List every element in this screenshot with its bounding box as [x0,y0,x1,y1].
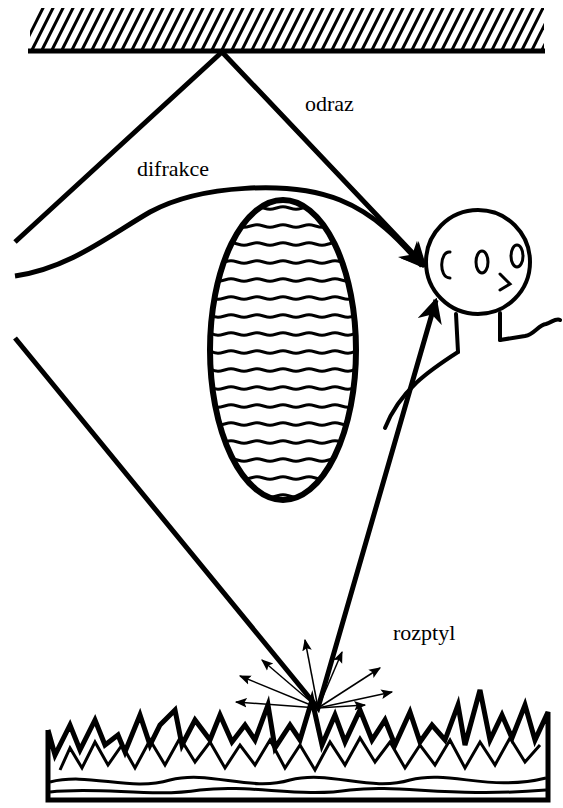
hatch-line [282,8,304,50]
hatch-line [542,8,544,50]
wave-line [205,384,361,389]
hatch-line [422,8,444,50]
hatch-line [502,8,524,50]
ceiling [28,49,545,54]
hatch-line [142,8,164,50]
wave-line [205,330,361,335]
hatch-line [512,8,534,50]
hatch-line [252,8,274,50]
ray-label: difrakce [137,157,209,181]
hatch-line [362,8,384,50]
hatch-line [242,8,264,50]
hatch-line [82,8,104,50]
hatch-line [162,8,184,50]
scatter-ray [15,300,436,708]
wave-line [205,348,361,353]
hatch-line [392,8,414,50]
hatch-line [262,8,284,50]
ray-label: odraz [305,92,354,116]
wave-line [205,276,361,281]
hatch-line [472,8,494,50]
hatch-line [92,8,114,50]
hatch-line [322,8,344,50]
hatch-line [482,8,504,50]
hatch-line [132,8,154,50]
wave-line [205,366,361,371]
hatch-line [522,8,544,50]
scatter-arrow [236,702,318,708]
hatch-line [202,8,224,50]
hatch-line [42,8,64,50]
reflection-ray [15,52,425,266]
hatch-line [432,8,454,50]
hatch-line [72,8,94,50]
hatch-line [112,8,134,50]
hatch-line [352,8,374,50]
person [385,210,560,428]
ray-label: rozptyl [393,621,455,645]
scatter-arrow [318,692,392,708]
hatch-line [172,8,194,50]
wave-line [205,420,361,425]
hatch-line [222,8,244,50]
hatch-line [62,8,84,50]
hatch-line [212,8,234,50]
hatch-line [122,8,144,50]
diffraction-ray [15,188,422,276]
hatch-line [452,8,474,50]
hatch-line [182,8,204,50]
wave-line [205,222,361,227]
hatch-line [192,8,214,50]
wave-line [205,312,361,317]
wave-line [205,204,361,209]
ceiling-hatch [30,8,544,50]
hatch-line [412,8,434,50]
wave-line [205,258,361,263]
wave-line [205,474,361,479]
hatch-line [532,8,544,50]
hatch-line [232,8,254,50]
hatch-line [492,8,514,50]
hatch-line [402,8,424,50]
hatch-line [32,8,54,50]
hatch-line [272,8,294,50]
hatch-line [372,8,394,50]
rough-ground [48,690,548,800]
scatter-arrow [318,705,365,708]
hatch-line [382,8,404,50]
hatch-line [52,8,74,50]
hatch-line [152,8,174,50]
hatch-line [342,8,364,50]
wave-line [205,492,361,497]
wave-line [205,456,361,461]
hatch-line [102,8,124,50]
wave-line [205,294,361,299]
hatch-line [462,8,484,50]
hatch-line [302,8,324,50]
hatch-line [442,8,464,50]
hatch-line [332,8,354,50]
hatch-line [312,8,334,50]
hatch-line [292,8,314,50]
obstacle [210,200,356,500]
wave-line [205,402,361,407]
